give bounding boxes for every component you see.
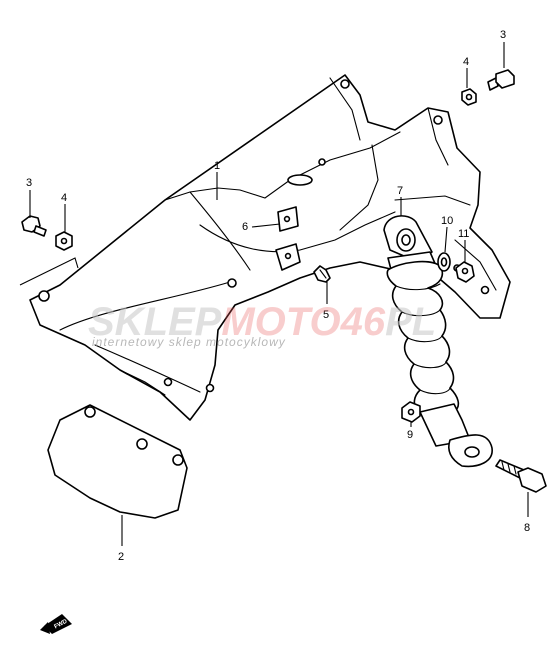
- bolt-3-left: [21, 215, 47, 237]
- callout-1: 1: [214, 160, 220, 172]
- callout-3-left: 3: [26, 177, 32, 189]
- bolt-3-top-right: [487, 69, 515, 91]
- nut-9: [401, 401, 421, 423]
- watermark-brand-sklep: SKLEP: [88, 300, 222, 344]
- callout-10: 10: [441, 215, 453, 227]
- watermark-brand-46: 46: [340, 300, 386, 344]
- screw-5: [313, 265, 331, 283]
- nut-11: [455, 261, 475, 283]
- rear-fender-part: [29, 74, 511, 421]
- nut-4-top-right: [461, 88, 477, 106]
- bolt-8: [495, 459, 547, 493]
- washer-10: [437, 252, 451, 272]
- shock-absorber-part: [383, 215, 493, 468]
- callout-4-top: 4: [463, 56, 469, 68]
- watermark: SKLEPMOTO46PL internetowy sklep motocykl…: [88, 300, 436, 349]
- callout-8: 8: [524, 522, 530, 534]
- callout-4-left: 4: [61, 192, 67, 204]
- watermark-brand-pl: PL: [385, 300, 436, 344]
- callout-6: 6: [242, 221, 248, 233]
- nut-4-left: [55, 231, 73, 251]
- callout-labels: 1 2 3 3 4 4 5 6 7 8 9 10 11: [26, 29, 530, 563]
- svg-text:SKLEPMOTO46PL: SKLEPMOTO46PL: [88, 300, 436, 344]
- callout-9: 9: [407, 429, 413, 441]
- watermark-tagline: internetowy sklep motocyklowy: [92, 335, 286, 349]
- shock-spring: [386, 260, 460, 417]
- callout-11: 11: [458, 228, 469, 240]
- leader-lines: [19, 42, 529, 546]
- mud-flap-part: [47, 404, 188, 519]
- fwd-arrow-icon: FWD: [40, 614, 72, 634]
- callout-7: 7: [397, 185, 403, 197]
- callout-3-top: 3: [500, 29, 506, 41]
- watermark-brand-moto: MOTO: [221, 300, 340, 344]
- callout-2: 2: [118, 551, 124, 563]
- callout-5: 5: [323, 309, 329, 321]
